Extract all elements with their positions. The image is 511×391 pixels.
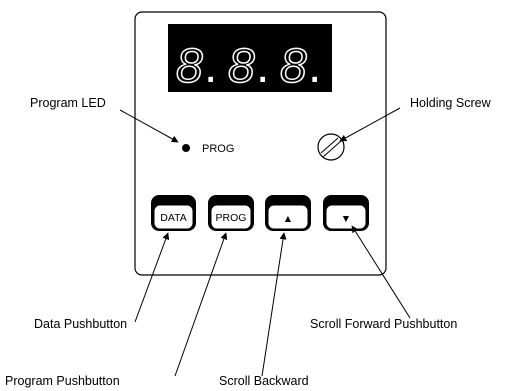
prog-button-label: PROG: [216, 212, 247, 224]
callout-program-led: Program LED: [30, 96, 106, 110]
program-led: [182, 144, 190, 152]
callout-program-pushbutton: Program Pushbutton: [5, 374, 120, 388]
data-button-label: DATA: [160, 212, 186, 224]
leader-program-led: [119, 109, 179, 143]
scroll-forward-pushbutton[interactable]: ▼: [323, 195, 369, 231]
callout-holding-screw: Holding Screw: [410, 96, 492, 110]
display-digit-dot-2: .: [256, 40, 269, 93]
holding-screw-icon: [317, 133, 345, 161]
program-led-label: PROG: [202, 143, 234, 155]
callout-scroll-forward: Scroll Forward Pushbutton: [310, 317, 457, 331]
leader-holding-screw: [339, 107, 401, 142]
leader-scroll-backward: [261, 232, 287, 377]
display-digit-dot-1: .: [204, 40, 217, 93]
scroll-backward-pushbutton[interactable]: ▲: [265, 195, 311, 231]
callout-data-pushbutton: Data Pushbutton: [34, 317, 127, 331]
leader-program-pushbutton: [174, 232, 228, 377]
leader-lines: [119, 107, 411, 377]
data-pushbutton[interactable]: DATA: [151, 195, 196, 231]
display-digit-3: 8: [280, 40, 307, 93]
leader-data-pushbutton: [134, 232, 170, 323]
display-digits: 8 . 8 . 8 .: [175, 39, 321, 94]
display-digit-dot-3: .: [308, 40, 321, 93]
display-digit-1: 8: [176, 40, 203, 93]
up-arrow-icon: ▲: [283, 213, 293, 225]
program-pushbutton[interactable]: PROG: [208, 195, 254, 231]
display-digit-2: 8: [228, 40, 255, 93]
down-arrow-icon: ▼: [341, 213, 351, 225]
callout-scroll-backward: Scroll Backward: [219, 374, 309, 388]
seven-segment-display: [168, 24, 332, 92]
leader-scroll-forward: [351, 225, 411, 319]
